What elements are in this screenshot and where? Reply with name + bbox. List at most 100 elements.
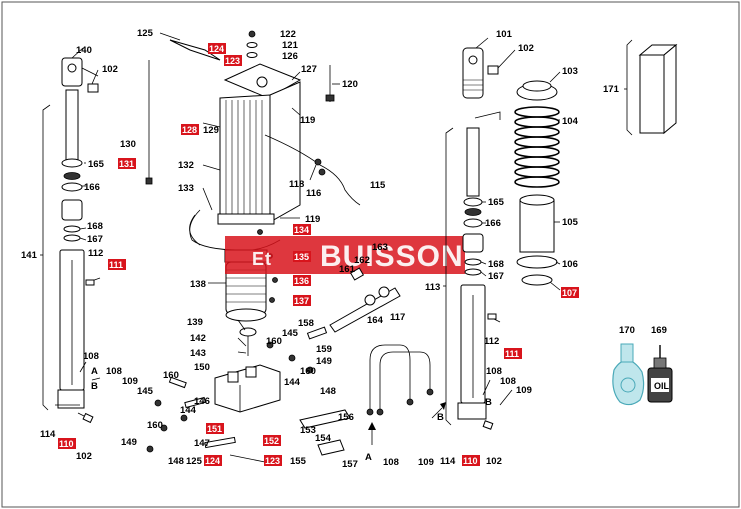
label-108: 108 <box>83 351 99 362</box>
label-150: 150 <box>194 362 210 373</box>
label-102: 102 <box>518 43 534 54</box>
label-145: 145 <box>137 386 154 397</box>
svg-text:110: 110 <box>59 439 74 449</box>
svg-text:152: 152 <box>264 436 279 446</box>
label-104: 104 <box>562 116 579 127</box>
label-142: 142 <box>190 333 206 344</box>
label-149: 149 <box>316 356 332 367</box>
red-tag-152: 152 <box>263 435 281 446</box>
svg-text:107: 107 <box>562 288 577 298</box>
part-number-labels: 140 102 165 166 168 167 141 112 108 108 … <box>21 28 667 470</box>
label-114: 114 <box>440 456 456 467</box>
label-141: 141 <box>21 250 38 261</box>
red-tag-131: 131 <box>118 158 136 169</box>
label-158: 158 <box>298 318 314 329</box>
label-122: 122 <box>280 29 296 40</box>
svg-text:124: 124 <box>209 44 224 54</box>
label-103: 103 <box>562 66 578 77</box>
label-119: 119 <box>305 214 320 225</box>
label-102: 102 <box>102 64 118 75</box>
label-138: 138 <box>190 279 206 290</box>
red-tag-137: 137 <box>293 295 311 306</box>
accessories-group <box>624 39 678 136</box>
label-129: 129 <box>203 125 219 136</box>
label-106: 106 <box>562 259 578 270</box>
label-127: 127 <box>301 64 317 75</box>
red-tag-labels: 124 123 128 131 134 135 136 137 111 110 … <box>58 43 579 466</box>
label-161: 161 <box>339 264 356 275</box>
svg-text:123: 123 <box>265 456 280 466</box>
label-118: 118 <box>289 179 304 190</box>
watermark-text: BUISSON <box>320 240 464 273</box>
svg-text:131: 131 <box>119 159 134 169</box>
svg-text:151: 151 <box>207 424 222 434</box>
label-149: 149 <box>121 437 137 448</box>
label-112: 112 <box>88 248 103 259</box>
red-tag-134: 134 <box>293 224 311 235</box>
label-160: 160 <box>147 420 163 431</box>
label-115: 115 <box>370 180 386 191</box>
label-170: 170 <box>619 325 635 336</box>
label-171: 171 <box>603 84 620 95</box>
left-cylinder-assembly <box>40 47 101 424</box>
label-102: 102 <box>486 456 502 467</box>
red-tag-136: 136 <box>293 275 311 286</box>
red-tag-110: 110 <box>462 455 480 466</box>
label-166: 166 <box>485 218 501 229</box>
label-arrow-b: B <box>437 412 444 423</box>
label-147: 147 <box>194 438 210 449</box>
red-tag-111: 111 <box>504 348 522 359</box>
label-108: 108 <box>383 457 399 468</box>
label-145: 145 <box>282 328 299 339</box>
svg-text:128: 128 <box>182 125 197 135</box>
label-109: 109 <box>516 385 532 396</box>
label-143: 143 <box>190 348 206 359</box>
svg-text:136: 136 <box>294 276 309 286</box>
label-162: 162 <box>354 255 370 266</box>
label-113: 113 <box>425 282 440 293</box>
label-117: 117 <box>390 312 405 323</box>
label-167: 167 <box>87 234 103 245</box>
label-133: 133 <box>178 183 194 194</box>
label-160: 160 <box>266 336 282 347</box>
label-125: 125 <box>186 456 203 467</box>
label-arrow-a: A <box>365 452 372 463</box>
label-156: 156 <box>338 412 354 423</box>
buisson-watermark: Et BUISSON <box>225 236 465 274</box>
label-112: 112 <box>484 336 499 347</box>
label-154: 154 <box>315 433 332 444</box>
right-cylinder-assembly <box>443 37 561 430</box>
label-165: 165 <box>488 197 505 208</box>
label-125: 125 <box>137 28 154 39</box>
svg-text:124: 124 <box>205 456 220 466</box>
center-reservoir-assembly <box>145 30 361 356</box>
label-132: 132 <box>178 160 194 171</box>
label-105: 105 <box>562 217 579 228</box>
label-108: 108 <box>486 366 502 377</box>
label-109: 109 <box>122 376 138 387</box>
label-108: 108 <box>106 366 122 377</box>
label-148: 148 <box>320 386 336 397</box>
label-120: 120 <box>342 79 358 90</box>
label-139: 139 <box>187 317 203 328</box>
svg-text:110: 110 <box>463 456 478 466</box>
red-tag-123: 123 <box>264 455 282 466</box>
svg-text:123: 123 <box>225 56 240 66</box>
red-tag-107: 107 <box>561 287 579 298</box>
red-tag-124: 124 <box>208 43 226 54</box>
svg-text:137: 137 <box>294 296 309 306</box>
label-130: 130 <box>120 139 136 150</box>
svg-text:134: 134 <box>294 225 309 235</box>
label-148: 148 <box>168 456 184 467</box>
label-146: 146 <box>194 396 210 407</box>
label-144: 144 <box>180 405 197 416</box>
label-165: 165 <box>88 159 105 170</box>
label-157: 157 <box>342 459 358 470</box>
watermark-prefix: Et <box>252 249 272 269</box>
red-tag-135: 135 <box>293 251 311 262</box>
svg-text:111: 111 <box>109 260 123 270</box>
red-tag-123: 123 <box>224 55 242 66</box>
